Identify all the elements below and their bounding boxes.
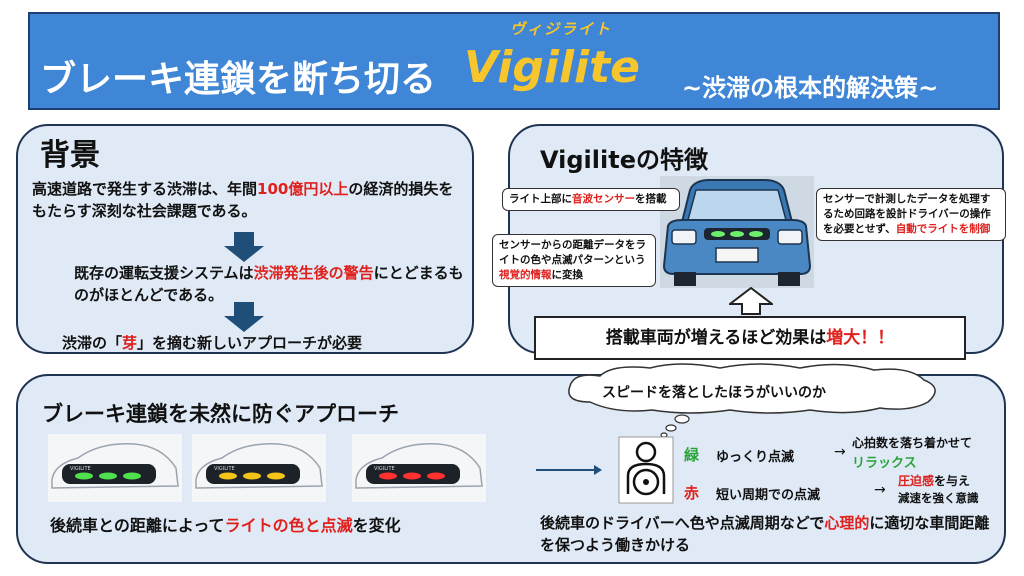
up-arrow-icon	[729, 287, 773, 315]
green-effect-1: 心拍数を落ち着かせて	[852, 436, 973, 450]
car-light-yellow: VIGILITE	[192, 434, 326, 502]
background-text-2: 既存の運転支援システムは渋滞発生後の警告にとどまるものがほとんどである。	[74, 264, 464, 304]
page-subtitle: ~渋滞の根本的解決策~	[682, 74, 939, 102]
callout-circuit: センサーで計測したデータを処理するため回路を設計ドライバーの操作を必要とせず、自…	[816, 188, 1006, 241]
page-title: ブレーキ連鎖を断ち切る	[40, 59, 437, 100]
red-effect-1: 圧迫感を与え	[898, 474, 971, 488]
arrow-icon: →	[834, 444, 846, 460]
green-label: 緑	[684, 446, 700, 464]
red-description: 短い周期での点滅	[716, 488, 821, 503]
red-label: 赤	[684, 484, 700, 502]
driver-icon	[618, 436, 674, 504]
effect-statement: 搭載車両が増えるほど効果は増大！！	[534, 316, 966, 360]
background-panel: 背景 高速道路で発生する渋滞は、年間100億円以上の経済的損失をもたらす深刻な社…	[16, 124, 474, 354]
bar-label: VIGILITE	[70, 466, 91, 472]
approach-caption-left: 後続車との距離によってライトの色と点滅を変化	[50, 516, 401, 535]
car-rear-illustration	[660, 176, 814, 288]
car-light-green: VIGILITE	[48, 434, 182, 502]
header-banner: ヴィジライト ブレーキ連鎖を断ち切る Vigilite ~渋滞の根本的解決策~	[28, 12, 1000, 110]
background-text-1: 高速道路で発生する渋滞は、年間100億円以上の経済的損失をもたらす深刻な社会課題…	[32, 180, 454, 220]
brand-name: Vigilite	[464, 42, 640, 93]
thought-cloud	[568, 363, 936, 414]
down-arrow-icon	[224, 302, 264, 332]
background-text-3: 渋滞の「芽」を摘む新しいアプローチが必要	[62, 334, 363, 352]
thought-text: スピードを落としたほうがいいのか	[602, 385, 826, 401]
arrow-icon: →	[874, 482, 886, 498]
down-arrow-icon	[224, 232, 264, 262]
brand-ruby: ヴィジライト	[510, 20, 613, 38]
right-arrow-icon	[536, 465, 602, 475]
approach-caption-right: 後続車のドライバーへ色や点滅周期などで心理的に適切な車間距離を保つよう働きかける	[540, 514, 990, 554]
callout-sensor: ライト上部に音波センサーを搭載	[502, 188, 680, 211]
thought-bubbles	[660, 414, 690, 438]
bar-label: VIGILITE	[374, 466, 395, 472]
features-heading: Vigiliteの特徴	[540, 146, 708, 174]
bar-label: VIGILITE	[214, 466, 235, 472]
callout-conversion: センサーからの距離データをライトの色や点滅パターンという視覚的情報に変換	[492, 234, 656, 287]
background-heading: 背景	[40, 138, 100, 173]
car-light-red: VIGILITE	[352, 434, 486, 502]
approach-heading: ブレーキ連鎖を未然に防ぐアプローチ	[42, 402, 399, 426]
red-effect-2: 減速を強く意識	[898, 491, 979, 505]
green-description: ゆっくり点滅	[716, 450, 795, 465]
green-effect-2: リラックス	[852, 456, 917, 471]
